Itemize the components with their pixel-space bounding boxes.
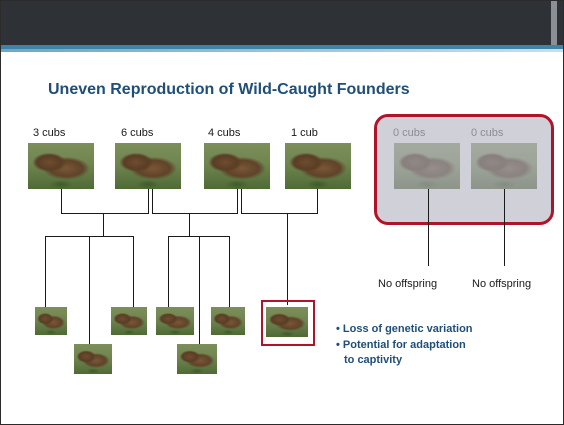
offspring-bear-photo xyxy=(74,344,112,374)
pedigree-line xyxy=(103,213,104,237)
pedigree-line xyxy=(189,213,190,237)
pedigree-line xyxy=(148,189,149,214)
pedigree-line xyxy=(241,189,242,214)
slide-title: Uneven Reproduction of Wild-Caught Found… xyxy=(48,81,410,98)
header-bar xyxy=(1,1,563,45)
no-offspring-label: No offspring xyxy=(472,278,532,290)
highlight-frame xyxy=(261,300,315,346)
pedigree-line xyxy=(168,236,169,307)
pedigree-line xyxy=(89,236,90,344)
offspring-bear-photo xyxy=(211,307,245,335)
pedigree-line xyxy=(152,213,238,214)
founder-bear-photo-nonbreeding xyxy=(471,143,537,189)
offspring-bear-photo xyxy=(266,307,308,337)
founder-label: 0 cubs xyxy=(393,127,426,139)
header-stripe-gradient xyxy=(1,49,563,52)
founder-label: 1 cub xyxy=(291,127,318,139)
offspring-bear-photo xyxy=(111,307,147,335)
pedigree-line xyxy=(287,213,288,305)
bullet-text: Loss of genetic variation xyxy=(342,323,473,335)
no-offspring-line xyxy=(428,189,429,266)
offspring-bear-photo xyxy=(35,307,67,335)
founder-label: 4 cubs xyxy=(208,127,241,139)
founder-label: 0 cubs xyxy=(471,127,504,139)
pedigree-line xyxy=(61,213,149,214)
founder-label: 3 cubs xyxy=(33,127,66,139)
pedigree-line xyxy=(199,236,200,344)
bullet-continuation: to captivity xyxy=(344,354,403,366)
offspring-bear-photo xyxy=(156,307,194,335)
pedigree-line xyxy=(133,236,134,307)
pedigree-line xyxy=(61,189,62,214)
founder-bear-photo xyxy=(28,143,94,189)
bullet-text: Potential for adaptation xyxy=(342,339,466,351)
pedigree-line xyxy=(237,189,238,214)
pedigree-line xyxy=(317,189,318,214)
founder-bear-photo xyxy=(204,143,270,189)
pedigree-line xyxy=(241,213,318,214)
pedigree-line xyxy=(229,236,230,307)
no-offspring-line xyxy=(504,189,505,266)
header-stripe xyxy=(1,45,563,49)
bullet-item: • Loss of genetic variation xyxy=(336,323,473,335)
offspring-bear-photo xyxy=(177,344,217,374)
bullet-item: • Potential for adaptation xyxy=(336,339,466,351)
no-offspring-label: No offspring xyxy=(378,278,438,290)
founder-bear-photo xyxy=(115,143,181,189)
header-accent xyxy=(551,1,557,45)
pedigree-line xyxy=(152,189,153,214)
founder-bear-photo xyxy=(285,143,351,189)
founder-bear-photo-nonbreeding xyxy=(394,143,460,189)
founder-label: 6 cubs xyxy=(121,127,154,139)
pedigree-line xyxy=(45,236,46,307)
